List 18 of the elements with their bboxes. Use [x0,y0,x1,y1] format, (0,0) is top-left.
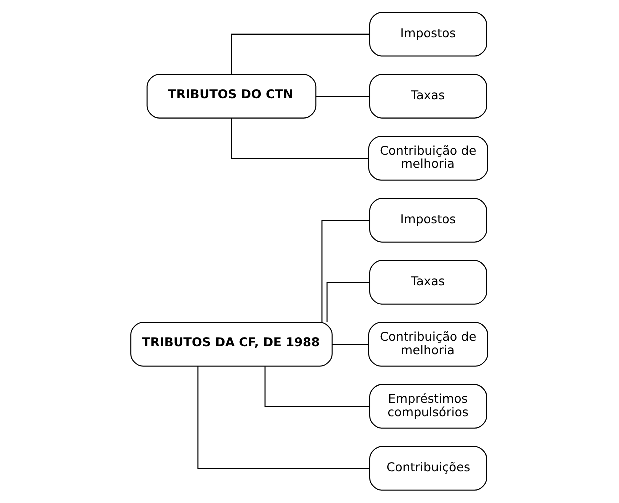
connector [198,366,370,470]
node-box: Contribuições [369,446,488,491]
node-box: TRIBUTOS DA CF, DE 1988 [130,322,333,367]
connector [231,118,369,159]
connector [322,220,370,323]
node-box: Taxas [369,74,488,119]
connector [316,96,370,97]
node-box: Contribuição de melhoria [368,322,488,367]
node-box: Impostos [369,12,488,57]
connector [264,366,370,408]
node-box: Contribuição de melhoria [368,136,488,181]
connector [326,282,370,322]
node-box: Empréstimos compulsórios [369,384,488,429]
node-box: TRIBUTOS DO CTN [146,74,317,119]
connector [231,34,370,74]
connector [332,344,369,346]
node-box: Impostos [369,198,488,243]
node-box: Taxas [369,260,488,305]
